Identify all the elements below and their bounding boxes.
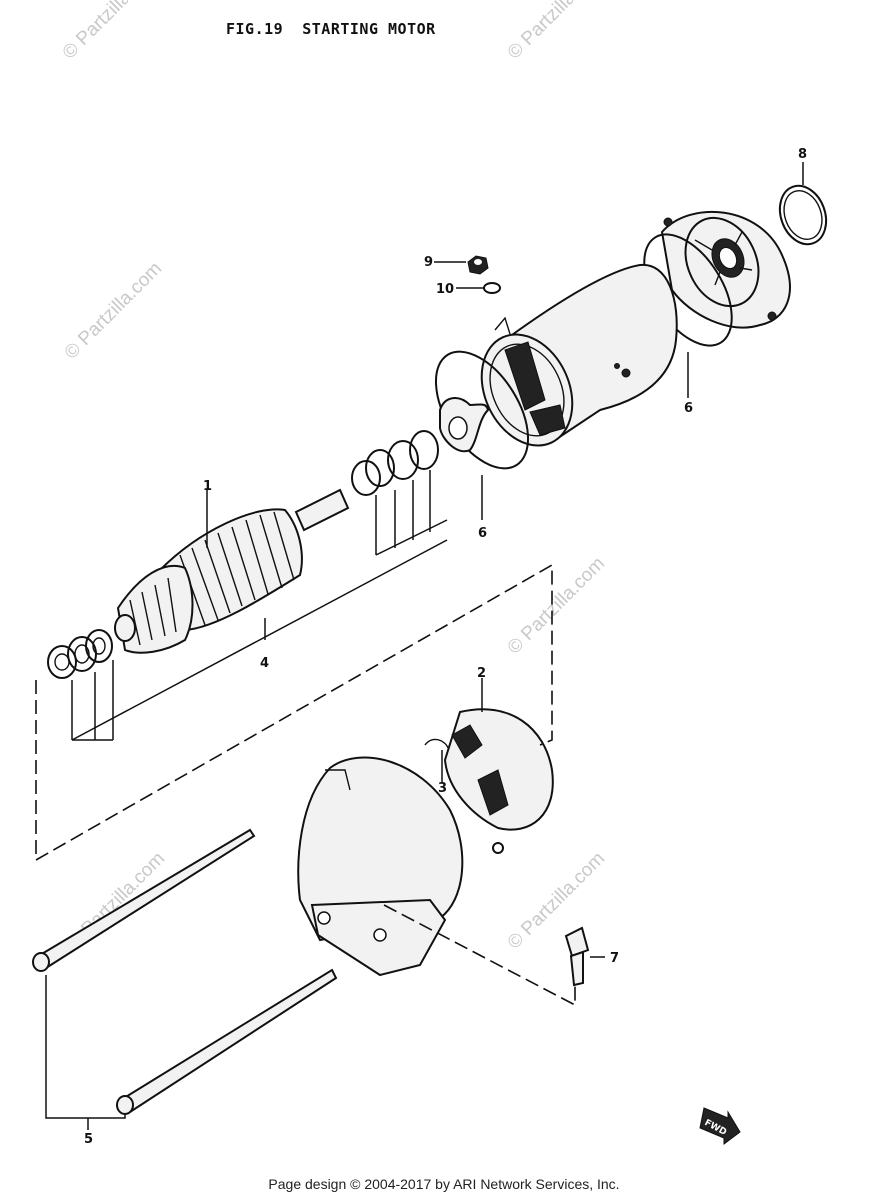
callout-9: 9 <box>424 255 433 270</box>
callout-10: 10 <box>436 282 454 297</box>
assembly-dashed-lines <box>35 563 576 1007</box>
callout-8: 8 <box>798 147 807 162</box>
shim-washers-front[interactable] <box>47 629 113 679</box>
callout-2: 2 <box>477 666 486 681</box>
callout-7: 7 <box>610 951 619 966</box>
watermark: © Partzilla.com <box>61 258 166 363</box>
thrust-plate[interactable] <box>439 397 490 453</box>
shim-washers-rear[interactable] <box>351 430 439 496</box>
watermark: © Partzilla.com <box>504 553 609 658</box>
callout-6b: 6 <box>684 401 693 416</box>
brush-plate-2[interactable] <box>424 708 554 854</box>
watermark: © Partzilla.com <box>504 0 609 64</box>
page-footer: Page design © 2004-2017 by ARI Network S… <box>268 1176 620 1192</box>
bolt-7[interactable] <box>564 926 590 987</box>
through-bolt-5-lower[interactable] <box>116 968 338 1115</box>
fwd-arrow: FWD <box>699 1107 741 1145</box>
rear-end-cover[interactable] <box>660 206 791 329</box>
through-bolt-5-upper[interactable] <box>32 828 256 972</box>
terminal-nut-9[interactable] <box>467 255 489 275</box>
callout-1: 1 <box>203 479 212 494</box>
armature-1[interactable] <box>114 488 350 654</box>
callout-4: 4 <box>260 656 269 671</box>
watermark: © Partzilla.com <box>504 848 609 953</box>
motor-yoke[interactable] <box>464 263 678 460</box>
washer-10[interactable] <box>483 282 501 294</box>
callout-5: 5 <box>84 1132 93 1147</box>
watermark: © Partzilla.com <box>59 0 164 64</box>
callout-6a: 6 <box>478 526 487 541</box>
callout-labels: 1 2 3 4 5 6 6 7 8 9 10 <box>84 147 807 1147</box>
o-ring-8[interactable] <box>772 179 834 250</box>
leader-lines <box>45 162 804 1130</box>
figure-title: FIG.19 STARTING MOTOR <box>226 20 436 38</box>
callout-3: 3 <box>438 781 447 796</box>
